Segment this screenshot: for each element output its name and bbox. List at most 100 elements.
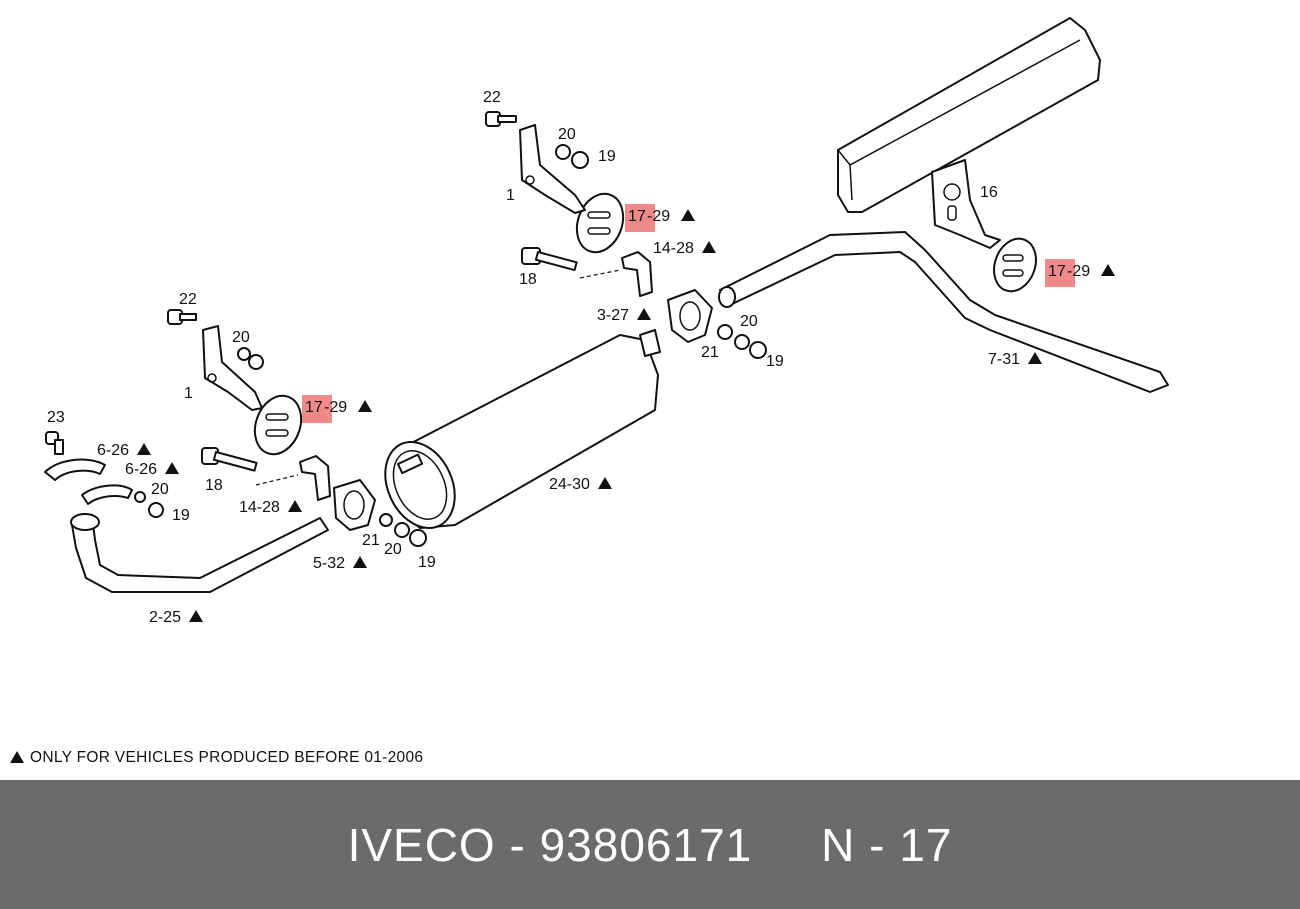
- callout-text: 20: [232, 329, 250, 346]
- callout-text: 1: [184, 385, 193, 402]
- callout-text: 3-27: [597, 307, 629, 324]
- callout-text: 19: [172, 507, 190, 524]
- callout-18-left: 18: [205, 477, 223, 494]
- callout-suffix: -29: [324, 399, 347, 416]
- callout-21-mid: 21: [701, 344, 719, 361]
- callout-text: 23: [47, 409, 65, 426]
- callout-text: 19: [598, 148, 616, 165]
- callout-22-top: 22: [483, 89, 501, 106]
- footnote-text: ONLY FOR VEHICLES PRODUCED BEFORE 01-200…: [30, 749, 424, 766]
- triangle-icon: [681, 209, 695, 221]
- callout-1-top: 1: [506, 187, 515, 204]
- callout-23: 23: [47, 409, 65, 426]
- clip-top: [621, 251, 653, 297]
- triangle-icon: [702, 241, 716, 253]
- callout-20-low: 20: [384, 541, 402, 558]
- callout-hl-right: 17-29: [1045, 259, 1115, 287]
- callout-20-left: 20: [232, 329, 250, 346]
- callout-24-30: 24-30: [549, 476, 612, 493]
- callout-19-top: 19: [598, 148, 616, 165]
- highlighted-part-number: 17: [1048, 263, 1066, 280]
- callout-text: 19: [766, 353, 784, 370]
- hanger-bracket-top: [519, 124, 586, 214]
- callout-text: 24-30: [549, 476, 590, 493]
- callout-text: 7-31: [988, 351, 1020, 368]
- callout-text: 20: [384, 541, 402, 558]
- highlighted-part-number: 17: [628, 208, 646, 225]
- triangle-icon: [353, 556, 367, 568]
- callout-text: 20: [151, 481, 169, 498]
- callout-19-mid: 19: [766, 353, 784, 370]
- callout-text: 20: [558, 126, 576, 143]
- triangle-icon: [10, 751, 24, 763]
- footnote: ONLY FOR VEHICLES PRODUCED BEFORE 01-200…: [10, 749, 423, 767]
- callout-hl-left: 17-29: [302, 395, 372, 423]
- callout-19-lower: 19: [172, 507, 190, 524]
- clamp-3-27: [667, 289, 713, 343]
- callout-20-lower: 20: [151, 481, 169, 498]
- callout-7-31: 7-31: [988, 351, 1042, 368]
- footer-bar: IVECO - 93806171 N - 17: [0, 780, 1300, 909]
- bolts-left: [45, 309, 299, 486]
- callout-text: 14-28: [239, 499, 280, 516]
- callout-text: 19: [418, 554, 436, 571]
- callout-14-28-top: 14-28: [653, 240, 716, 257]
- callout-text: 18: [519, 271, 537, 288]
- callout-6-26-b: 6-26: [125, 461, 179, 478]
- callout-text: 14-28: [653, 240, 694, 257]
- callout-3-27: 3-27: [597, 307, 651, 324]
- callout-text: 21: [701, 344, 719, 361]
- rubber-mount-left: [253, 394, 303, 456]
- highlighted-part-number: 17: [305, 399, 323, 416]
- callout-16: 16: [980, 184, 998, 201]
- callout-suffix: -29: [647, 208, 670, 225]
- callout-text: 22: [179, 291, 197, 308]
- muffler: [384, 329, 661, 529]
- triangle-icon: [288, 500, 302, 512]
- callout-text: 22: [483, 89, 501, 106]
- clip-left: [299, 455, 331, 501]
- callout-text: 20: [740, 313, 758, 330]
- callout-text: 6-26: [97, 442, 129, 459]
- highlight-box: [302, 395, 332, 423]
- clamp-halves: [44, 458, 164, 518]
- nuts-mid: [717, 324, 767, 359]
- rubber-mount-right: [993, 237, 1037, 293]
- clamp-5-32: [333, 479, 376, 531]
- highlight-box: [1045, 259, 1075, 287]
- callout-22-left: 22: [179, 291, 197, 308]
- front-pipe: [70, 513, 329, 593]
- triangle-icon: [165, 462, 179, 474]
- callout-6-26-a: 6-26: [97, 442, 151, 459]
- callout-text: 21: [362, 532, 380, 549]
- callout-19-low: 19: [418, 554, 436, 571]
- triangle-icon: [637, 308, 651, 320]
- nuts-low: [379, 513, 427, 547]
- callout-text: 16: [980, 184, 998, 201]
- diagram-drawing: 222019117-2914-28183-272021191617-297-31…: [44, 17, 1169, 626]
- callout-14-28-left: 14-28: [239, 499, 302, 516]
- callout-2-25: 2-25: [149, 609, 203, 626]
- chassis-frame-rail: [837, 17, 1101, 213]
- frame-bracket-16: [931, 159, 1001, 249]
- callout-21-low: 21: [362, 532, 380, 549]
- callout-1-left: 1: [184, 385, 193, 402]
- bolts-top: [485, 111, 621, 279]
- callout-5-32: 5-32: [313, 555, 367, 572]
- callout-text: 2-25: [149, 609, 181, 626]
- triangle-icon: [598, 477, 612, 489]
- triangle-icon: [1101, 264, 1115, 276]
- triangle-icon: [1028, 352, 1042, 364]
- triangle-icon: [137, 443, 151, 455]
- callout-18-top: 18: [519, 271, 537, 288]
- footer-title: IVECO - 93806171 N - 17: [347, 818, 953, 871]
- highlight-box: [625, 204, 655, 232]
- triangle-icon: [189, 610, 203, 622]
- tail-pipe: [718, 231, 1169, 393]
- callout-text: 1: [506, 187, 515, 204]
- callout-suffix: -29: [1067, 263, 1090, 280]
- callout-20-top: 20: [558, 126, 576, 143]
